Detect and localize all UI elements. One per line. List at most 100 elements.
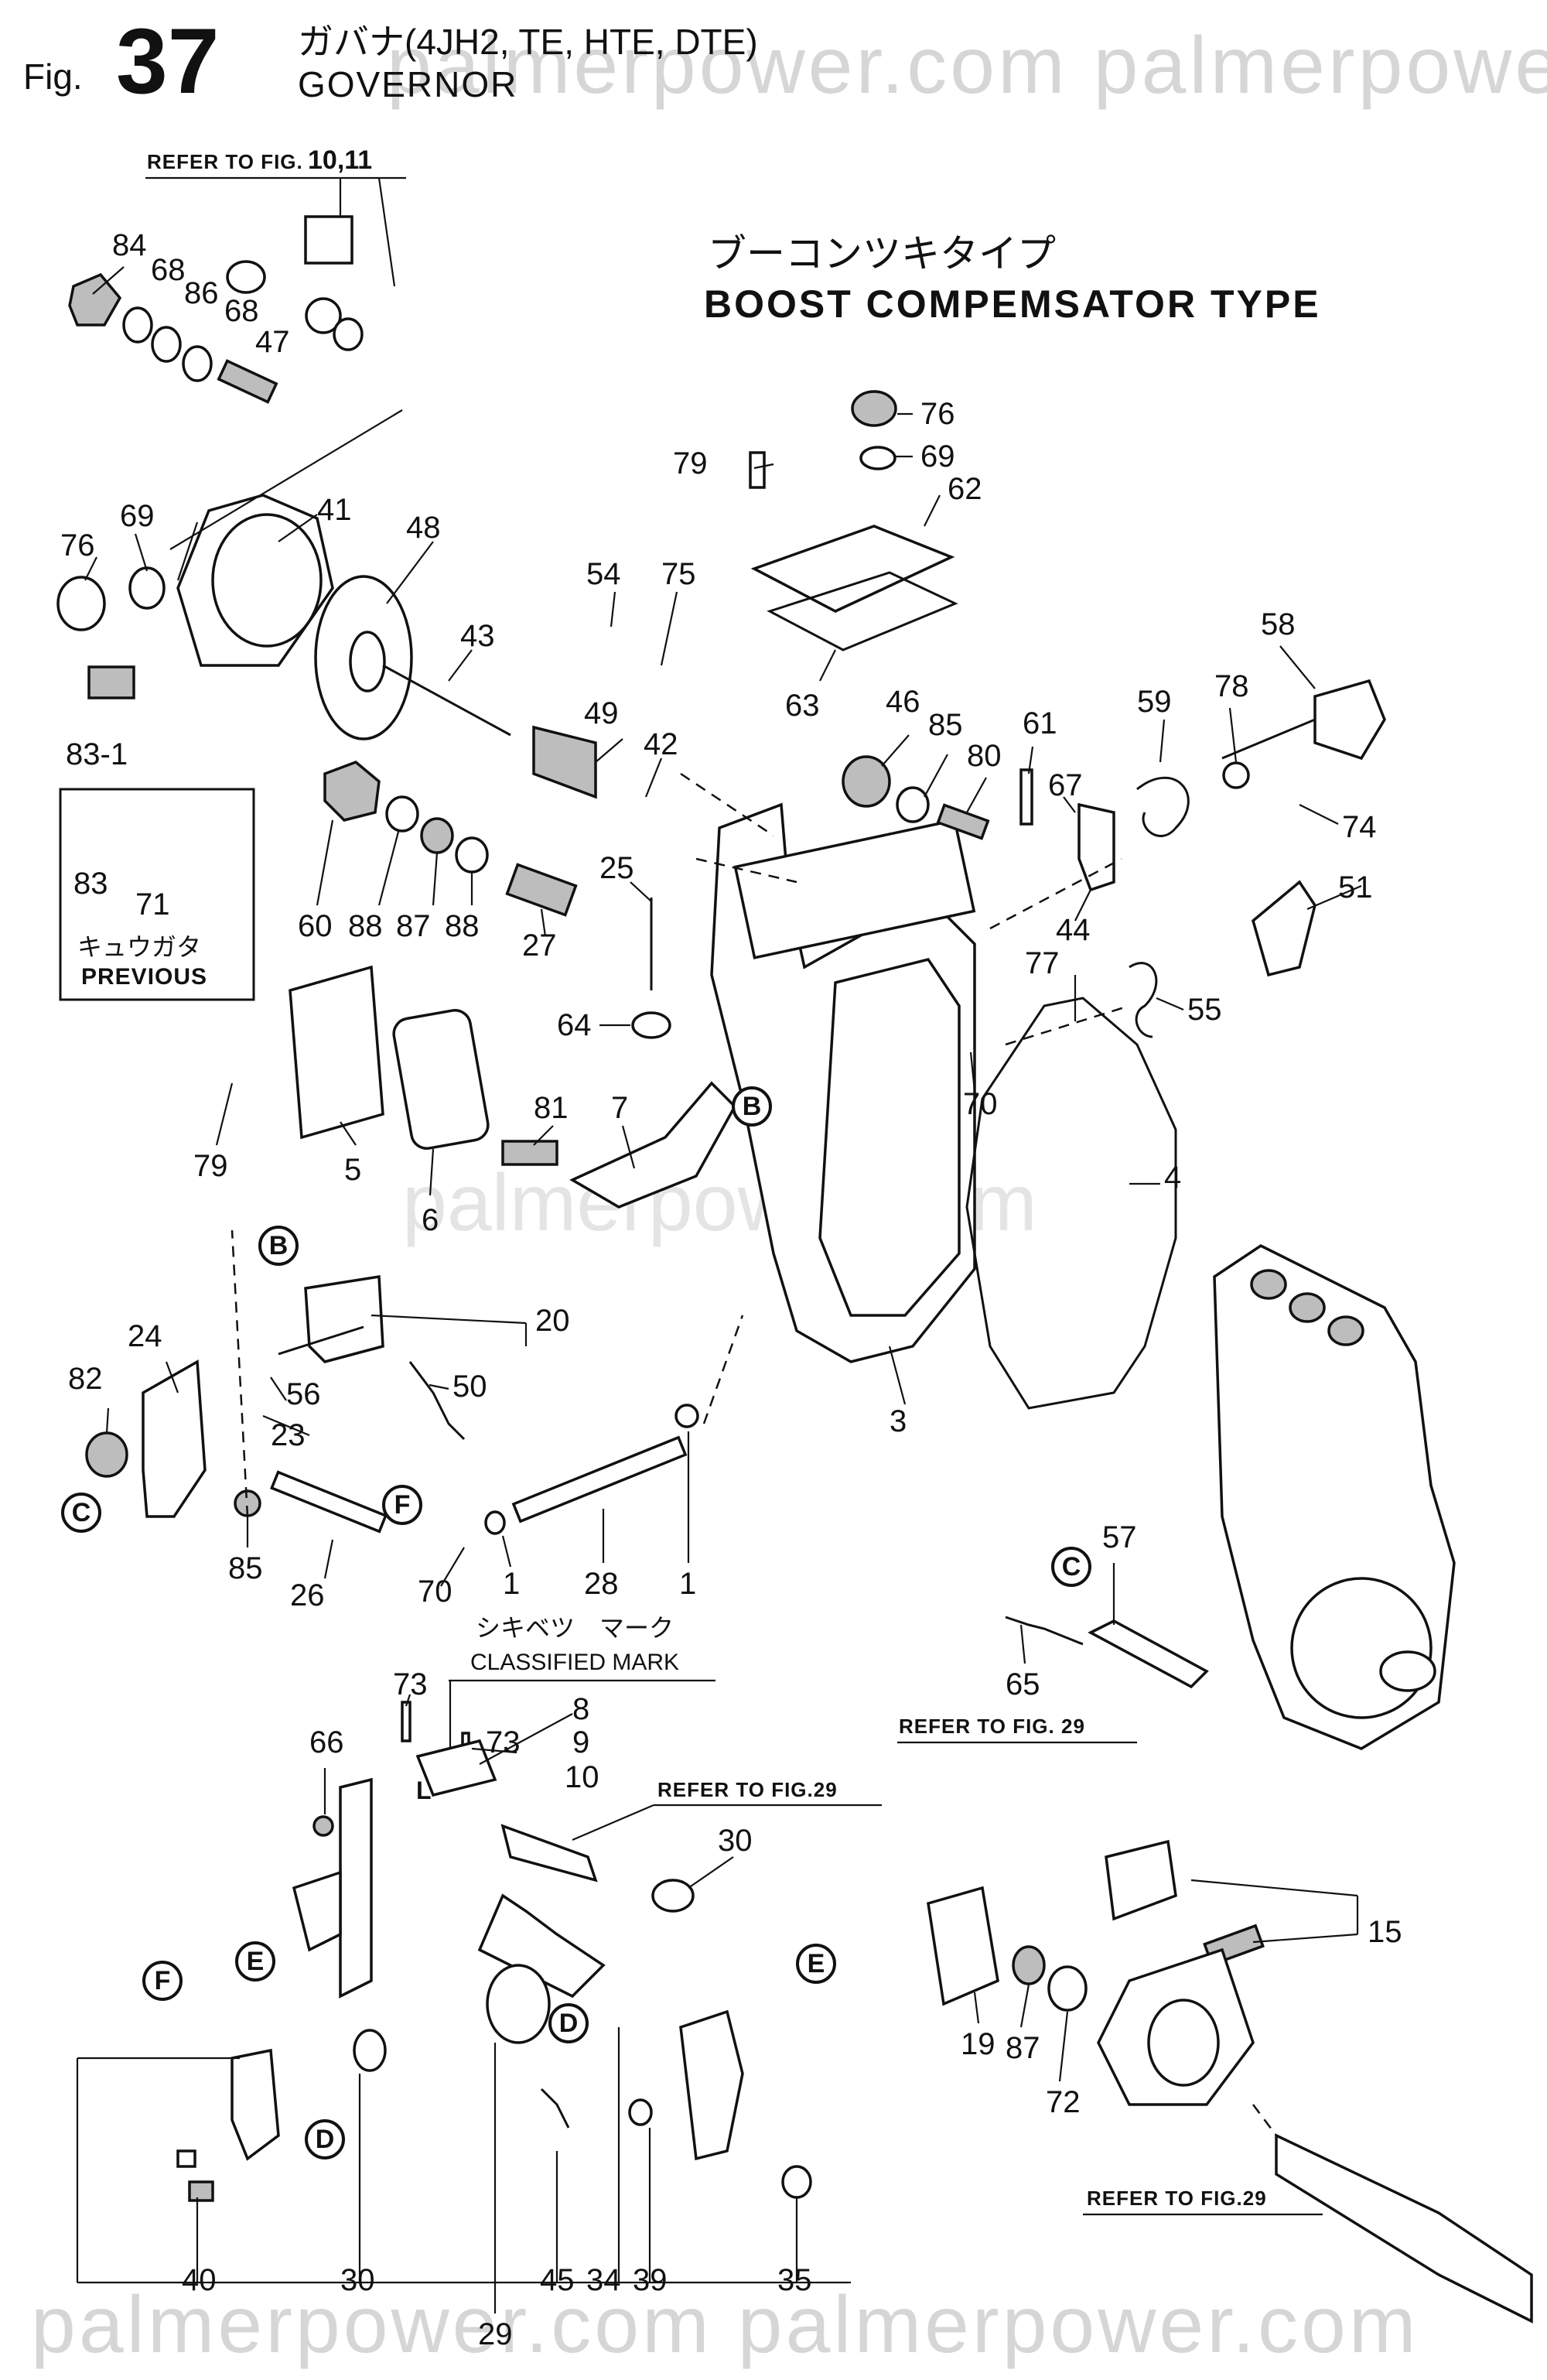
pin-73a-shape [401, 1701, 412, 1742]
part-label-30b: 30 [340, 2263, 375, 2297]
classified-mark-english: CLASSIFIED MARK [470, 1650, 679, 1675]
stop-lever-58-shape [1313, 679, 1386, 761]
callout-d-middle: D [548, 2003, 589, 2043]
part-label-7: 7 [611, 1091, 628, 1125]
refer-note-top-number: 10,11 [308, 145, 372, 175]
part-label-35: 35 [777, 2263, 812, 2297]
title-english: GOVERNOR [298, 64, 517, 104]
part-label-60: 60 [298, 909, 333, 943]
control-lever-shape [679, 2009, 744, 2161]
svg-text:C: C [72, 1498, 91, 1527]
part-label-70b: 70 [418, 1575, 452, 1609]
svg-text:F: F [155, 1966, 171, 1995]
part-label-80: 80 [967, 739, 1002, 773]
nut-60-shape [323, 761, 381, 822]
refer-note-fig29-upper: REFER TO FIG.29 [572, 1778, 882, 1841]
section-heading: ブーコンツキタイプ BOOST COMPEMSATOR TYPE [704, 232, 1321, 326]
part-label-67: 67 [1048, 768, 1083, 802]
rod-10-shape [500, 1824, 598, 1882]
part-label-42: 42 [644, 727, 678, 761]
part-label-87a: 87 [396, 909, 431, 943]
refer-note-fig29-lower: REFER TO FIG.29 [1083, 2187, 1323, 2216]
lever-f-shape [231, 2048, 280, 2161]
part-label-25: 25 [599, 851, 634, 885]
screw-47-shape [217, 359, 278, 404]
part-label-69a: 69 [120, 499, 155, 533]
spring-55-shape [1129, 962, 1158, 1038]
classified-mark-japanese: シキベツ マーク [476, 1614, 674, 1642]
callout-b-lower: B [258, 1226, 299, 1266]
part-label-47: 47 [255, 325, 290, 359]
part-label-77: 77 [1025, 946, 1060, 980]
spring-49-shape [532, 725, 597, 799]
fig-number: 37 [116, 9, 219, 113]
lever-20-shape [304, 1274, 384, 1363]
svg-text:B: B [269, 1231, 289, 1260]
part-label-44: 44 [1056, 913, 1091, 947]
part-label-75: 75 [661, 557, 696, 591]
screw-80-shape [936, 803, 990, 840]
gasket-4-shape [965, 997, 1177, 1410]
lever-8-shape [415, 1739, 497, 1797]
washer-30a-shape [651, 1879, 695, 1913]
previous-type-box: キュウガタ PREVIOUS [59, 788, 255, 1001]
callout-d-lower: D [305, 2119, 345, 2159]
part-label-69b: 69 [920, 439, 955, 474]
part-label-34: 34 [586, 2263, 621, 2297]
part-label-29: 29 [478, 2317, 513, 2351]
part-label-73b: 73 [486, 1725, 521, 1759]
part-label-8: 8 [572, 1692, 589, 1726]
callout-b-upper: B [732, 1086, 772, 1127]
svg-text:F: F [394, 1490, 411, 1520]
part-label-79b: 79 [193, 1149, 228, 1183]
gasket-63-shape [767, 571, 958, 651]
part-label-83: 83 [73, 867, 108, 901]
part-label-56: 56 [286, 1377, 321, 1411]
classified-mark-note: シキベツ マーク CLASSIFIED MARK [449, 1614, 715, 1753]
part-label-46: 46 [886, 685, 920, 719]
shaft-43-shape [382, 664, 511, 737]
svg-text:D: D [316, 2125, 335, 2154]
part-label-81: 81 [534, 1091, 569, 1125]
lever-arm-shape [339, 1777, 373, 1999]
part-label-27: 27 [522, 928, 557, 963]
top-cover-62-shape [750, 525, 955, 613]
part-label-85a: 85 [928, 708, 963, 742]
refer-note-top: REFER TO FIG. 10,11 [145, 145, 406, 287]
part-label-86: 86 [184, 276, 219, 310]
part-label-41: 41 [317, 493, 352, 527]
sleeve-27-shape [505, 863, 578, 917]
gasket-6-shape [392, 1009, 490, 1150]
refer-note-fig29-mid: REFER TO FIG. 29 [897, 1715, 1137, 1744]
lever-34-shape [477, 1893, 606, 1999]
part-label-39: 39 [633, 2263, 668, 2297]
part-label-57: 57 [1102, 1520, 1137, 1554]
subtitle-english: BOOST COMPEMSATOR TYPE [704, 282, 1321, 326]
camshaft-shape [1275, 2133, 1533, 2324]
part-label-15: 15 [1368, 1915, 1402, 1949]
part-label-49: 49 [584, 696, 619, 730]
watermark-top: palmerpower.com palmerpower.com [387, 21, 1547, 111]
banjo-fitting-shape [304, 215, 353, 265]
svg-text:E: E [247, 1947, 265, 1976]
spring-45-shape [540, 2088, 570, 2129]
spring-65-shape [1005, 1616, 1084, 1646]
nut-46-shape [842, 755, 891, 808]
part-label-66: 66 [309, 1725, 344, 1759]
part-label-62: 62 [948, 472, 982, 506]
part-label-55: 55 [1187, 993, 1222, 1027]
sleeve-15a-shape [1105, 1839, 1177, 1921]
svg-text:E: E [808, 1949, 825, 1978]
plug-76-shape [56, 576, 106, 631]
svg-text:B: B [743, 1092, 762, 1121]
part-label-72: 72 [1046, 2085, 1081, 2119]
part-label-85b: 85 [228, 1551, 263, 1585]
part-label-1b: 1 [679, 1567, 696, 1601]
previous-label-english: PREVIOUS [81, 964, 207, 990]
part-label-50: 50 [452, 1370, 487, 1404]
part-label-26: 26 [290, 1578, 325, 1612]
part-label-20: 20 [535, 1304, 570, 1338]
washer-30b-shape [353, 2029, 387, 2072]
part-label-88b: 88 [445, 909, 480, 943]
part-label-6: 6 [422, 1203, 439, 1237]
